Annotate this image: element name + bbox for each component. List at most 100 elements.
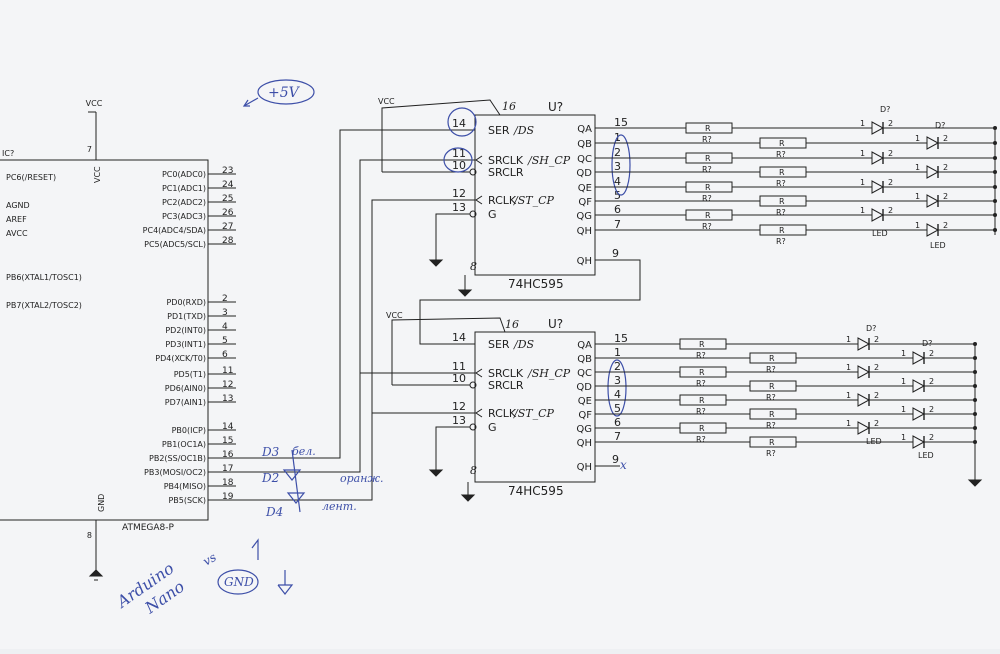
gnd-note: GND (224, 575, 254, 589)
junction-dot (973, 356, 977, 360)
ic2-ref: U? (548, 317, 563, 331)
resistor (749, 352, 797, 364)
sr-pin-note: /DS (513, 338, 535, 351)
sr-output-name: QA (577, 340, 592, 351)
mcu-right-pin-number: 16 (222, 450, 234, 460)
led-pin2: 2 (929, 433, 934, 442)
led-pin2: 2 (874, 391, 879, 400)
ic1-body (474, 114, 596, 276)
vs-note: vs (201, 550, 219, 569)
led-pin1: 1 (860, 119, 865, 128)
mcu-right-pin-name: PB2(SS/OC1B) (149, 454, 206, 463)
junction-dot (993, 213, 997, 217)
mcu-left-pin: AVCC (6, 229, 28, 238)
sr-output-name: QC (577, 368, 592, 379)
sr-left-pin-name: SER (488, 124, 510, 137)
sr-output-number: 2 (614, 146, 621, 159)
resistor-value: R? (696, 351, 706, 360)
ic1-part: 74HC595 (508, 277, 564, 291)
led-symbol (857, 421, 871, 435)
sr-output-name: QG (576, 211, 592, 222)
sr-left-pin-number: 14 (452, 331, 466, 344)
mcu-right-pin-name: PB1(OC1A) (162, 440, 206, 449)
led-pin2: 2 (888, 149, 893, 158)
sr-serial-out-number: 9 (612, 247, 619, 260)
sr-output-number: 3 (614, 160, 621, 173)
sr-left-pin-name: RCLK (488, 407, 517, 420)
led-pin1: 1 (846, 335, 851, 344)
led-symbol (857, 365, 871, 379)
sr-pin-note: /SH_CP (527, 367, 571, 380)
mcu-right-pin-number: 11 (222, 366, 233, 376)
ic1-vcc-label: VCC (378, 97, 395, 106)
mcu-left-pin: PB7(XTAL2/TOSC2) (6, 301, 82, 310)
resistor (759, 166, 807, 178)
led-label: D? (866, 324, 876, 333)
sr-left-pin-name: SER (488, 338, 510, 351)
led-pin2: 2 (874, 335, 879, 344)
mcu-right-pin-number: 28 (222, 236, 234, 246)
mcu-right-pin-number: 13 (222, 394, 233, 404)
ic2-gnd-pin: 8 (470, 464, 477, 477)
mcu-right-pin-number: 24 (222, 180, 234, 190)
mcu-part: ATMEGA8-P (122, 523, 175, 533)
led-symbol (912, 351, 926, 365)
led-pin2: 2 (943, 192, 948, 201)
resistor-name: R (779, 197, 785, 206)
led-pin1: 1 (860, 178, 865, 187)
led-pin2: 2 (888, 206, 893, 215)
led-symbol (857, 337, 871, 351)
led-pin2: 2 (943, 134, 948, 143)
sr-output-number: 15 (614, 332, 628, 345)
ic2-body (474, 331, 596, 483)
sr-output-name: QG (576, 424, 592, 435)
mcu-vcc-pin: 7 (87, 145, 92, 154)
mcu-left-pin: AGND (6, 201, 30, 210)
sr-left-pin-number: 11 (452, 147, 466, 160)
led-pin2: 2 (929, 405, 934, 414)
sr-serial-out-name: QH (577, 462, 592, 473)
sr-left-pin-number: 14 (452, 117, 466, 130)
led-pin2: 2 (888, 119, 893, 128)
mcu-right-pin-number: 3 (222, 308, 228, 318)
mcu-right-pin-number: 14 (222, 422, 234, 432)
sr-output-name: QB (577, 354, 592, 365)
mcu-right-pin-number: 17 (222, 464, 233, 474)
led-pin1: 1 (901, 433, 906, 442)
resistor (749, 436, 797, 448)
mcu-right-pin-name: PD3(INT1) (165, 340, 206, 349)
junction-dot (993, 126, 997, 130)
junction-dot (973, 440, 977, 444)
sr-output-number: 7 (614, 430, 621, 443)
led-label: LED (930, 241, 946, 250)
sr-pin-note: /DS (513, 124, 535, 137)
resistor-value: R? (702, 222, 712, 231)
led-label: D? (922, 339, 932, 348)
ic1-ref: U? (548, 100, 563, 114)
mcu-right-pin-name: PC5(ADC5/SCL) (144, 240, 206, 249)
resistor-name: R (705, 154, 711, 163)
mcu-right-pin-name: PD2(INT0) (165, 326, 206, 335)
junction-dot (993, 199, 997, 203)
sr-output-number: 6 (614, 203, 621, 216)
resistor-name: R (769, 438, 775, 447)
resistor (759, 195, 807, 207)
mcu-right-pin-name: PB0(ICP) (172, 426, 206, 435)
wire-color-2: оранж. (340, 472, 383, 485)
sr-left-pin-name: SRCLK (488, 154, 524, 167)
resistor-value: R? (776, 208, 786, 217)
sr-output-number: 1 (614, 346, 621, 359)
resistor-value: R? (776, 150, 786, 159)
resistor-name: R (769, 382, 775, 391)
led-pin2: 2 (929, 349, 934, 358)
resistor (759, 224, 807, 236)
mcu-right-pin-name: PD0(RXD) (166, 298, 206, 307)
resistor-value: R? (702, 194, 712, 203)
mcu-right-pin-name: PB3(MOSI/OC2) (144, 468, 206, 477)
sr-left-pin-name: SRCLR (488, 379, 524, 392)
mcu-right-pin-name: PC1(ADC1) (162, 184, 206, 193)
resistor (749, 408, 797, 420)
led-label: LED (872, 229, 888, 238)
resistor (759, 137, 807, 149)
led-pin1: 1 (901, 349, 906, 358)
